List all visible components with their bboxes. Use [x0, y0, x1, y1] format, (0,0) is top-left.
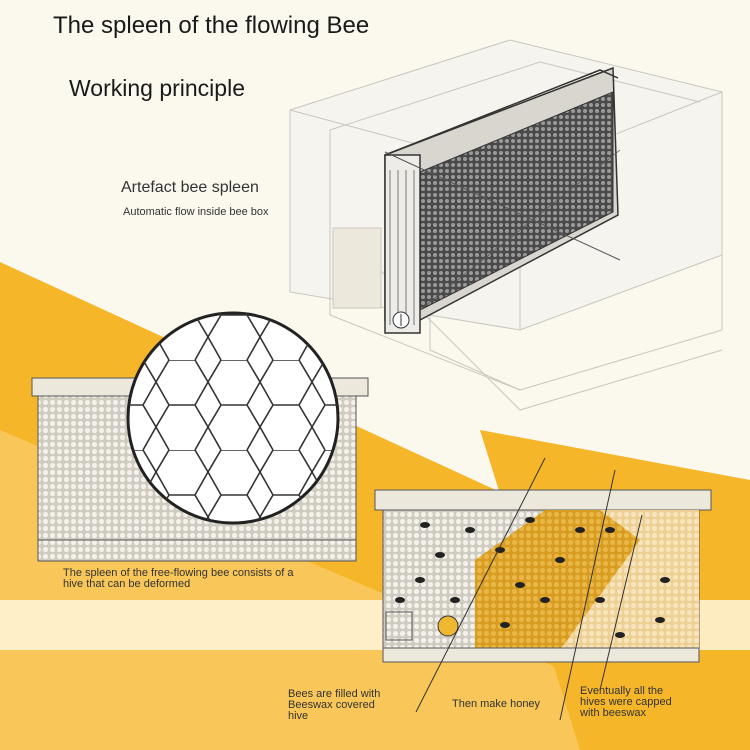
caption-capped: Eventually all the hives were capped wit… — [580, 686, 672, 719]
caption-line: hive — [288, 710, 309, 722]
magnifier-illustration — [126, 311, 340, 525]
caption-line: Bees are filled with — [288, 688, 381, 700]
box-label: Artefact bee spleen — [121, 179, 259, 196]
caption-filled: Bees are filled with Beeswax covered hiv… — [288, 689, 380, 722]
box-sublabel: Automatic flow inside bee box — [123, 206, 269, 218]
pointer-lines — [415, 457, 643, 721]
caption-line: hive that can be deformed — [63, 578, 191, 590]
caption-line: Beeswax covered — [288, 699, 375, 711]
caption-line: The spleen of the free-flowing bee consi… — [63, 567, 294, 579]
diagram-title: The spleen of the flowing Bee — [53, 12, 370, 39]
caption-honey: Then make honey — [452, 699, 540, 710]
frame-illustration — [384, 66, 621, 334]
caption-frame: The spleen of the free-flowing bee consi… — [63, 568, 294, 590]
diagram-subtitle: Working principle — [69, 75, 245, 101]
caption-line: hives were capped — [580, 696, 672, 708]
caption-line: Eventually all the — [580, 685, 664, 697]
right-frame-illustration — [374, 489, 712, 663]
caption-line: Then make honey — [452, 698, 541, 710]
caption-line: with beeswax — [580, 707, 647, 719]
